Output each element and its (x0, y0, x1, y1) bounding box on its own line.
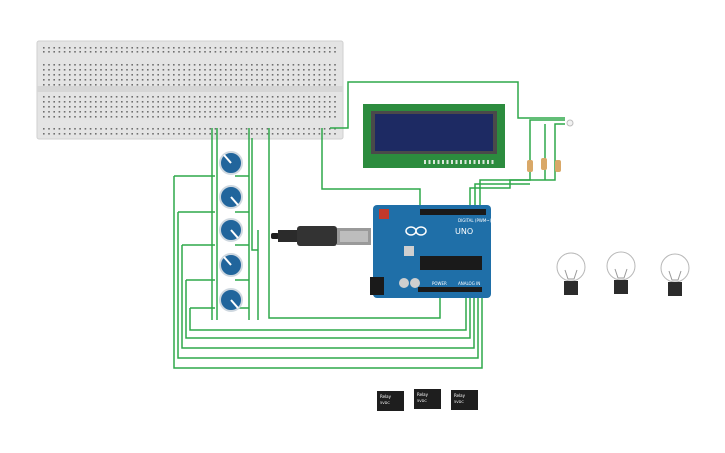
pot-indicator (223, 154, 232, 164)
relay-2[interactable]: Relay 5VDC (414, 389, 441, 409)
power-label: POWER (432, 281, 447, 286)
potentiometer-3[interactable] (219, 218, 243, 242)
potentiometer-2[interactable] (219, 185, 243, 209)
pot-indicator (223, 256, 232, 266)
resistor-1[interactable] (527, 160, 533, 172)
light-bulb-icon[interactable] (606, 251, 636, 294)
relay-label-2: Relay (417, 392, 429, 397)
light-bulb-icon[interactable] (556, 252, 586, 295)
relay-label-3: Relay (454, 393, 466, 398)
uno-logo: UNO (455, 227, 473, 236)
relay-sub-1: 5VDC (380, 401, 390, 405)
relay-sub-3: 5VDC (454, 400, 464, 404)
pot-indicator (230, 196, 239, 206)
light-bulb-icon[interactable] (660, 253, 690, 296)
resistor-3[interactable] (555, 160, 561, 172)
pot-indicator (230, 229, 239, 239)
analog-header (418, 287, 482, 292)
digital-header-label: DIGITAL (PWM~) (458, 218, 492, 223)
lcd-display[interactable] (363, 104, 505, 168)
relay-3[interactable]: Relay 5VDC (451, 390, 478, 410)
potentiometer-4[interactable] (219, 253, 243, 277)
infinity-logo (405, 226, 427, 236)
relay-1[interactable]: Relay 5VDC (377, 391, 404, 411)
relay-label-1: Relay (380, 394, 392, 399)
pot-indicator (230, 299, 239, 309)
potentiometer-5[interactable] (219, 288, 243, 312)
usb-cable-icon[interactable] (271, 226, 371, 246)
potentiometer-1[interactable] (219, 151, 243, 175)
digital-header (420, 209, 486, 215)
breadboard[interactable] (36, 40, 344, 140)
arduino-uno[interactable]: DIGITAL (PWM~) UNO POWER ANALOG IN (370, 205, 492, 298)
analog-label: ANALOG IN (458, 281, 480, 286)
resistor-2[interactable] (541, 158, 547, 170)
relay-sub-2: 5VDC (417, 399, 427, 403)
lcd-pins (424, 160, 494, 164)
wires (173, 81, 565, 369)
led-icon[interactable] (566, 119, 574, 127)
microcontroller-chip (420, 256, 482, 270)
breadboard-holes (43, 47, 336, 135)
reset-button[interactable] (379, 209, 389, 219)
